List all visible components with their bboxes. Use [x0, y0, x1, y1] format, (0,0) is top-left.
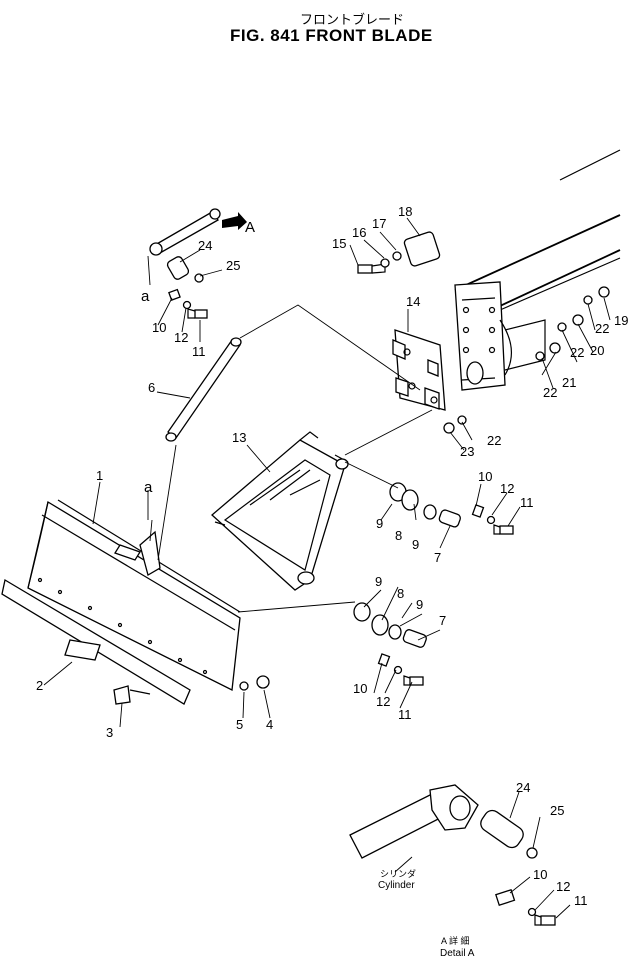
callout-22-b: 22: [570, 345, 584, 360]
callout-7-upper: 7: [434, 550, 441, 565]
figure-title: FIG. 841 FRONT BLADE: [230, 26, 433, 45]
plate-10-upper: [168, 288, 181, 301]
callout-10-lower: 10: [353, 681, 367, 696]
bolt-20: [557, 314, 584, 332]
plate-10-a: [471, 504, 485, 518]
washer-22-lower: [457, 415, 467, 425]
spacer-8-a: [401, 489, 419, 511]
detail-a-cylinder: [349, 784, 479, 859]
washer-12-a: [486, 515, 496, 525]
callout-10-mid: 10: [478, 469, 492, 484]
callout-10-detail: 10: [533, 867, 547, 882]
plate-10-detail: [495, 888, 516, 906]
callout-12-lower: 12: [376, 694, 390, 709]
callout-22-a: 22: [595, 321, 609, 336]
callout-24-upper: 24: [198, 238, 212, 253]
title-japanese: フロントブレード: [300, 13, 405, 28]
cylinder-6: [165, 337, 242, 442]
callout-9-c: 9: [375, 574, 382, 589]
callout-11-detail: 11: [574, 893, 588, 908]
pin-24-detail: [480, 809, 524, 849]
callout-24-detail: 24: [516, 780, 530, 795]
callout-25-detail: 25: [550, 803, 564, 818]
callout-19: 19: [614, 313, 628, 328]
callout-2: 2: [36, 678, 43, 693]
callout-14: 14: [406, 294, 420, 309]
plate-10-b: [377, 653, 391, 667]
washer-16: [380, 258, 390, 268]
callout-16: 16: [352, 225, 366, 240]
callout-23: 23: [460, 444, 474, 459]
cylinder-label-jp: シリンダ: [380, 868, 416, 879]
callout-15: 15: [332, 236, 346, 251]
push-frame-13: [211, 431, 349, 591]
washer-5: [239, 681, 249, 691]
pin-7-a: [438, 509, 461, 528]
bushing-9-c: [353, 602, 371, 622]
callout-17: 17: [372, 216, 386, 231]
mounting-bracket-14: [392, 329, 446, 411]
bolt-11-detail: [534, 914, 556, 926]
callout-11-lower: 11: [398, 707, 412, 722]
washer-12-upper: [182, 300, 192, 310]
callout-7-lower: 7: [439, 613, 446, 628]
bolt-25-detail: [526, 847, 538, 859]
cover-plate-18: [403, 231, 441, 267]
view-a-arrow-icon: [222, 212, 247, 230]
washer-17: [392, 251, 402, 261]
callout-a-blade: a: [144, 479, 153, 496]
bushing-9-d: [388, 624, 402, 640]
callout-9-b: 9: [412, 537, 419, 552]
spacer-8-b: [371, 614, 389, 636]
detail-a-label-jp: A 詳 細: [441, 935, 470, 946]
callout-9-d: 9: [416, 597, 423, 612]
bolt-11-upper: [187, 308, 208, 319]
cylinder-top: [149, 208, 221, 256]
callout-11-mid: 11: [520, 495, 534, 510]
bolt-15: [357, 263, 386, 274]
callout-18: 18: [398, 204, 412, 219]
bolt-11-a: [493, 524, 514, 535]
bolt-3: [113, 685, 151, 705]
callout-8-upper: 8: [395, 528, 402, 543]
cylinder-label-en: Cylinder: [378, 880, 415, 891]
callout-20: 20: [590, 343, 604, 358]
bolt-11-b: [403, 675, 424, 686]
callout-9-a: 9: [376, 516, 383, 531]
callout-25-upper: 25: [226, 258, 240, 273]
callout-12-upper: 12: [174, 330, 188, 345]
washer-12-b: [393, 665, 403, 675]
frame-assembly: [454, 149, 621, 391]
callout-5: 5: [236, 717, 243, 732]
bushing-9-b: [423, 504, 437, 520]
callout-8-lower: 8: [397, 586, 404, 601]
callout-3: 3: [106, 725, 113, 740]
nut-4: [256, 675, 270, 689]
detail-a-label-en: Detail A: [440, 948, 475, 958]
bolt-19: [583, 286, 610, 305]
pin-24-upper: [166, 256, 190, 280]
callout-13: 13: [232, 430, 246, 445]
callout-21: 21: [562, 375, 576, 390]
callout-4: 4: [266, 717, 273, 732]
pin-7-b: [402, 629, 427, 648]
callout-22-d: 22: [487, 433, 501, 448]
callout-a-upper: a: [141, 288, 150, 305]
callout-22-c: 22: [543, 385, 557, 400]
callout-10-upper: 10: [152, 320, 166, 335]
callout-11-upper: 11: [192, 344, 206, 359]
blade-1: [1, 499, 241, 705]
bolt-21: [535, 342, 561, 361]
callout-6: 6: [148, 380, 155, 395]
callout-1: 1: [96, 468, 103, 483]
view-a-label: A: [245, 219, 255, 236]
callout-12-mid: 12: [500, 481, 514, 496]
nut-23: [443, 422, 455, 434]
washer-12-detail: [527, 907, 537, 917]
callout-12-detail: 12: [556, 879, 570, 894]
